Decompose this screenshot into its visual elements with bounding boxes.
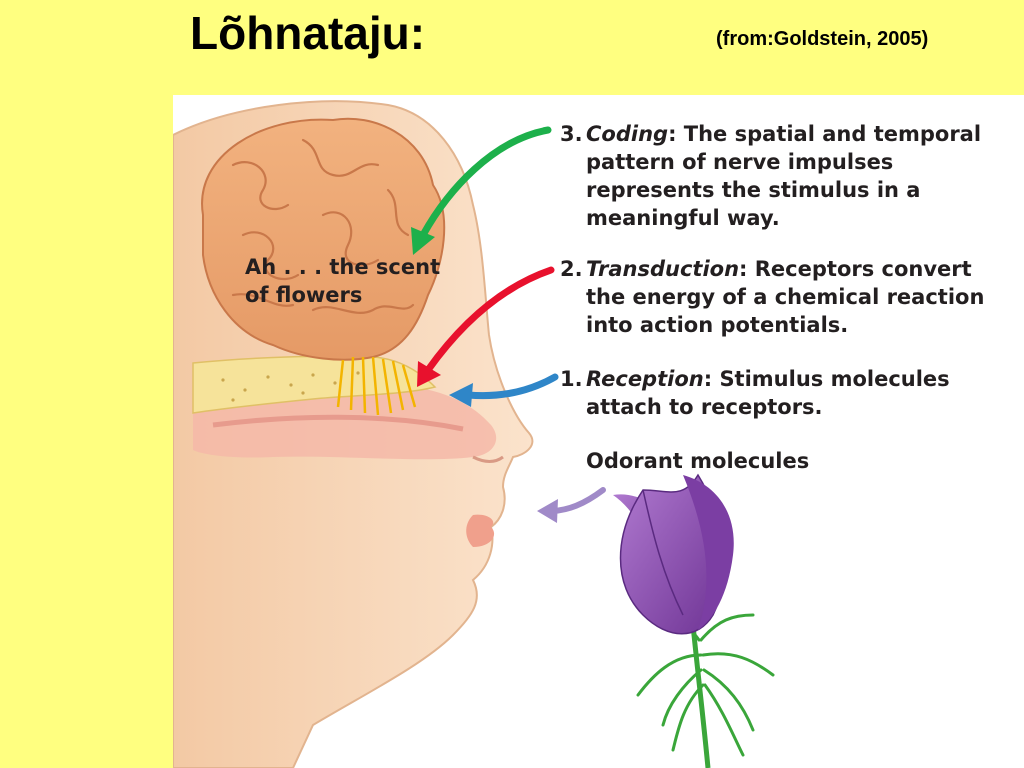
flower-petal [683,475,734,630]
coding-arrow [419,126,552,239]
step-text-line: The spatial and temporal [683,122,982,146]
step-text-line: represents the stimulus in a [586,178,921,202]
step-text-line: attach to receptors. [586,395,823,419]
odorant-label: Odorant molecules [586,449,810,473]
step-text-line: the energy of a chemical reaction [586,285,985,309]
step-reception: 1.Reception: Stimulus molecules attach t… [560,367,950,419]
step-text-line: into action potentials. [586,313,849,337]
step-text-line: Stimulus molecules [719,367,950,391]
step-text-line: meaningful way. [586,206,780,230]
scent-caption: Ah . . . the scent of flowers [245,253,440,309]
odorant-arrow [550,487,606,514]
step-term: Reception [586,367,704,391]
step-transduction: 2.Transduction: Receptors convert the en… [560,257,985,337]
scent-caption-line2: of flowers [245,283,363,307]
page-title: Lõhnataju: [190,7,426,59]
olfactory-receptors [336,356,417,416]
flower-petal [642,489,684,616]
brain [201,117,446,361]
flower [613,473,775,768]
olfaction-diagram: Ah . . . the scent of flowers 3.Coding: … [173,95,1024,768]
step-text-line: pattern of nerve impulses [586,150,894,174]
head-illustration [173,100,775,768]
step-number: 1. [560,367,583,391]
source-citation: (from:Goldstein, 2005) [716,28,929,50]
step-term: Transduction [586,257,740,281]
step-number: 2. [560,257,583,281]
scent-caption-line1: Ah . . . the scent [245,255,441,279]
lips [466,514,495,547]
flower-stem [690,624,711,768]
step-coding: 3.Coding: The spatial and temporal patte… [560,122,982,230]
step-number: 3. [560,122,583,146]
step-term: Coding [586,122,669,146]
step-text-line: Receptors convert [754,257,972,281]
transduction-arrow [424,266,555,374]
reception-arrow [464,373,559,400]
